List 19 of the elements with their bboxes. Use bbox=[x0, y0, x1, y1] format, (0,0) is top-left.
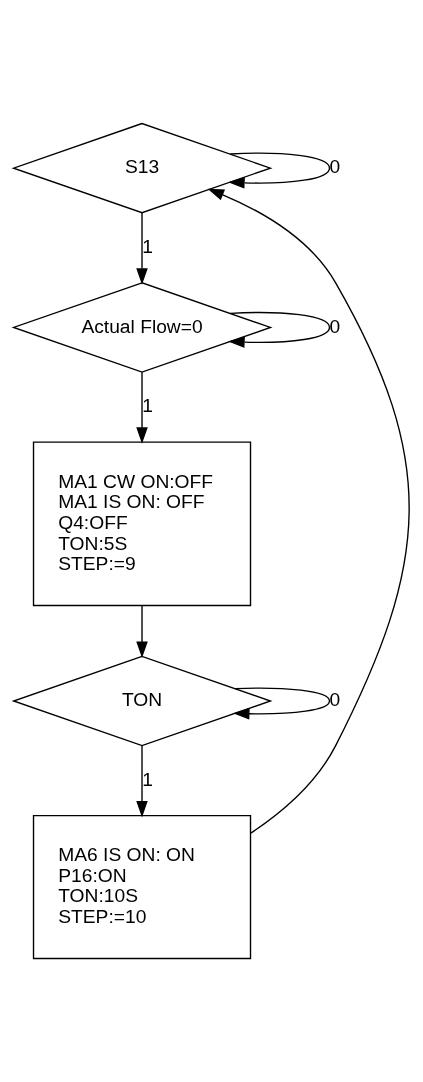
node-box: MA1 CW ON:OFF MA1 IS ON: OFF Q4:OFF TON:5S STEP:=9 bbox=[32, 441, 252, 607]
node-diamond: S13 bbox=[11, 122, 273, 214]
arrow bbox=[228, 311, 331, 348]
edge-label: 0 bbox=[329, 156, 341, 178]
arrow bbox=[136, 605, 148, 659]
arrow bbox=[136, 212, 148, 285]
arrow bbox=[136, 745, 148, 818]
edge-label: 1 bbox=[142, 395, 153, 417]
node-box: MA6 IS ON: ON P16:ON TON:10S STEP:=10 bbox=[32, 815, 252, 960]
edge-label: 1 bbox=[142, 768, 153, 790]
arrow bbox=[233, 687, 331, 720]
edge-label: 1 bbox=[142, 235, 153, 257]
edge-label: 0 bbox=[329, 689, 341, 711]
arrow bbox=[136, 371, 148, 444]
edge-label: 0 bbox=[329, 315, 341, 337]
node-diamond: Actual Flow=0 bbox=[11, 282, 273, 373]
arrow bbox=[228, 152, 331, 189]
node-diamond: TON bbox=[11, 655, 273, 747]
arrow bbox=[207, 188, 410, 834]
